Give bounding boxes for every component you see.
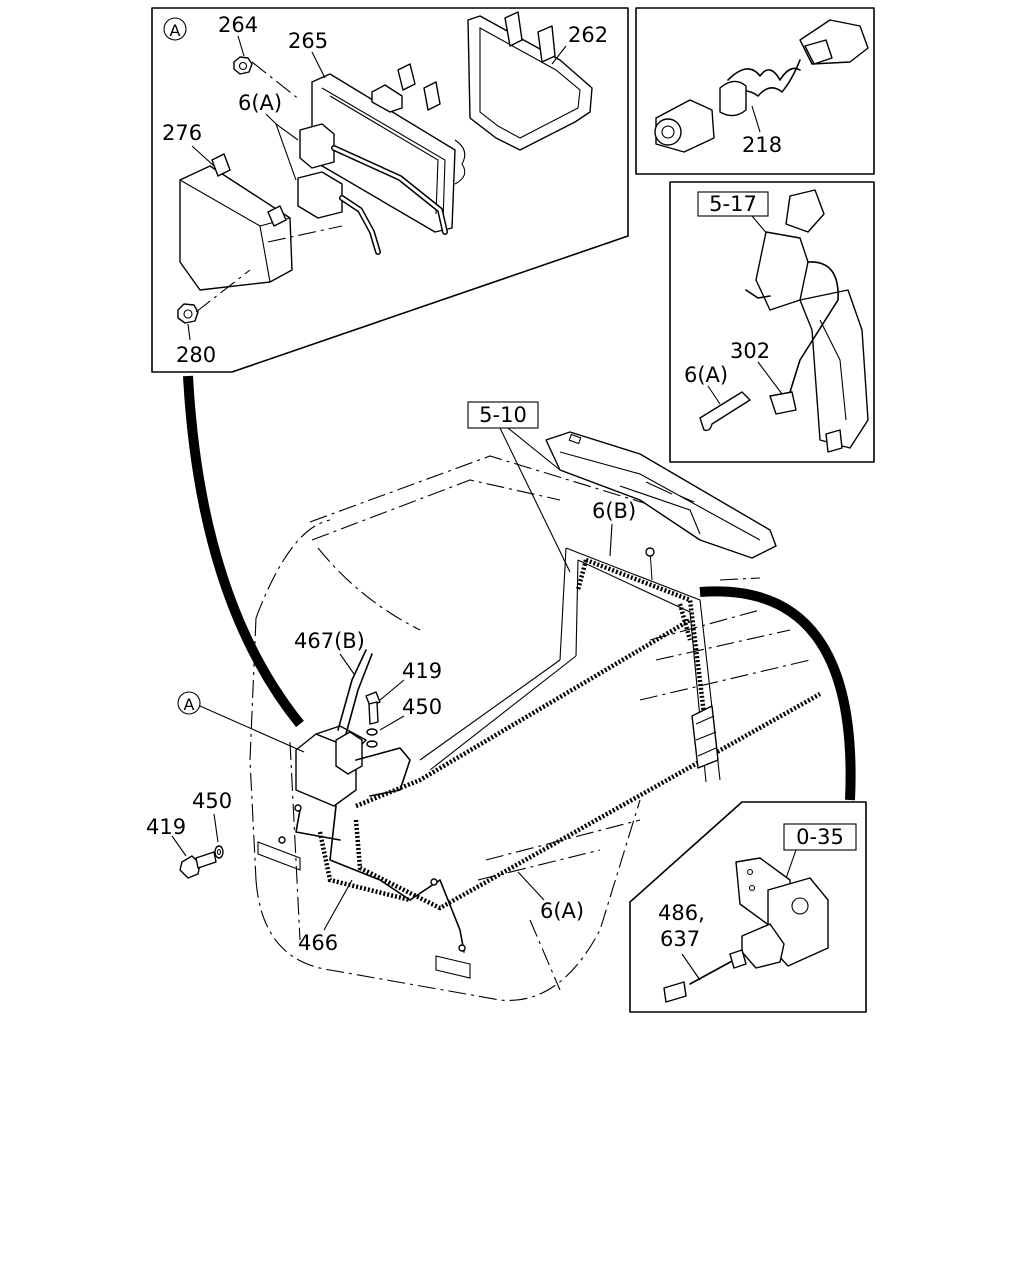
leader-detail-a xyxy=(183,375,304,728)
detail-panel-a-frame xyxy=(151,7,629,373)
label-6a-top: 6(A) xyxy=(238,91,282,115)
detail-panel-0-35: 0-35 486, 637 xyxy=(629,801,867,1013)
label-466: 466 xyxy=(298,931,338,955)
bolt-419-lower xyxy=(179,851,217,879)
label-6b: 6(B) xyxy=(592,499,636,523)
truck-cab-outline xyxy=(249,455,811,1001)
connector-6a-top xyxy=(297,123,448,255)
label-486: 486, xyxy=(658,901,705,925)
control-unit-main xyxy=(278,649,466,953)
nut-280 xyxy=(177,303,199,324)
detail-panel-302: 5-17 302 6(A) xyxy=(669,181,875,463)
harness-6a-main xyxy=(317,618,822,911)
connector-6a-right xyxy=(699,391,797,432)
ref-5-10: 5-10 xyxy=(479,403,527,427)
detail-a-marker-circle xyxy=(163,17,187,41)
label-218: 218 xyxy=(742,133,782,157)
detail-panel-218-frame xyxy=(635,7,875,175)
detail-panel-a: A 264 265 6(A) xyxy=(151,7,629,373)
cover-276 xyxy=(179,153,293,291)
nut-264 xyxy=(233,56,253,75)
ref-0-35: 0-35 xyxy=(796,825,844,849)
steering-column-assembly xyxy=(745,189,869,453)
label-6a-right: 6(A) xyxy=(684,363,728,387)
bolt-419-upper xyxy=(365,691,381,725)
leader-detail-0-35 xyxy=(699,586,856,801)
label-276: 276 xyxy=(162,121,202,145)
chassis-frame-outline xyxy=(419,547,721,783)
harness-6b xyxy=(575,547,709,731)
main-a-marker: A xyxy=(184,695,195,714)
label-450-upper: 450 xyxy=(402,695,442,719)
label-419-upper: 419 xyxy=(402,659,442,683)
label-265: 265 xyxy=(288,29,328,53)
cover-262 xyxy=(467,11,593,151)
connector-assembly-218 xyxy=(654,19,869,153)
ref-box-5-17 xyxy=(697,191,769,217)
label-637: 637 xyxy=(660,927,700,951)
ref-box-0-35 xyxy=(783,823,857,851)
sensor-unit-486 xyxy=(663,857,829,1003)
washer-450-lower xyxy=(214,845,224,859)
detail-panel-302-frame xyxy=(669,181,875,463)
cross-member-5-10 xyxy=(545,431,777,559)
main-view: 5-10 6(B) xyxy=(146,375,856,1001)
label-262: 262 xyxy=(568,23,608,47)
detail-panel-0-35-frame xyxy=(629,801,867,1013)
ref-box-5-10 xyxy=(467,401,539,429)
main-a-marker-circle xyxy=(177,691,201,715)
detail-panel-218: 218 xyxy=(635,7,875,175)
detail-a-marker: A xyxy=(170,21,181,40)
washer-450-upper xyxy=(366,728,378,748)
label-450-lower: 450 xyxy=(192,789,232,813)
label-280: 280 xyxy=(176,343,216,367)
label-419-lower: 419 xyxy=(146,815,186,839)
label-467b: 467(B) xyxy=(294,629,365,653)
label-6a-bottom: 6(A) xyxy=(540,899,584,923)
label-264: 264 xyxy=(218,13,258,37)
ref-5-17: 5-17 xyxy=(709,192,757,216)
label-302: 302 xyxy=(730,339,770,363)
